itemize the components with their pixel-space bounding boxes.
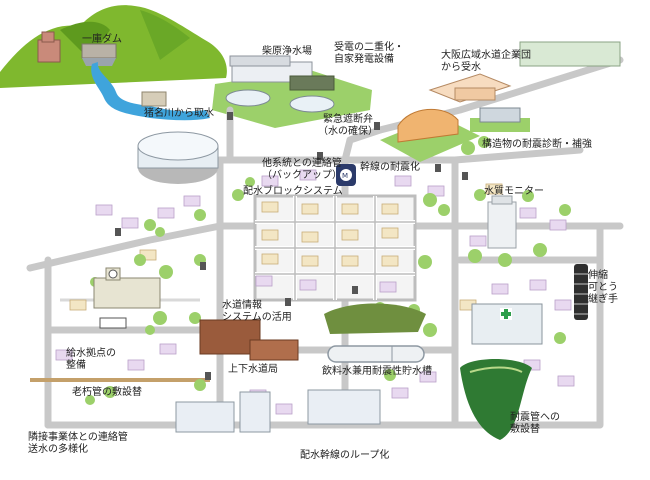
- label-supply-base: 給水拠点の 整備: [66, 348, 116, 371]
- city-hall: [93, 267, 161, 309]
- houses: [55, 169, 575, 415]
- label-structure-diagnosis: 構造物の耐震診断・補強: [482, 139, 592, 150]
- purification-plant: [225, 55, 335, 113]
- storage-tank: [327, 345, 425, 363]
- label-loop: 配水幹線のループ化: [300, 450, 390, 461]
- label-osaka-wide-area: 大阪広域水道企業団 から受水: [441, 50, 531, 73]
- label-block-system: 配水ブロックシステム: [243, 186, 343, 197]
- label-intake: 猪名川から取水: [144, 108, 214, 119]
- label-old-pipe: 老朽管の敷設替: [72, 387, 142, 398]
- river: [91, 62, 210, 121]
- label-emergency-valve: 緊急遮断弁 （水の確保）: [318, 114, 378, 137]
- expansion-joint: [574, 264, 588, 320]
- label-info-system: 水道情報 システムの活用: [222, 300, 292, 323]
- svg-text:M: M: [342, 172, 348, 180]
- label-expansion-joint: 伸縮 可とう 継ぎ手: [588, 270, 618, 305]
- trunk-meter: M: [336, 164, 356, 186]
- osaka-facility: [428, 41, 621, 103]
- emergency-valve-facility: [380, 108, 480, 162]
- intake-building: [141, 91, 167, 107]
- label-dam: 一庫ダム: [82, 34, 122, 45]
- label-storage-tank: 飲料水兼用耐震性貯水槽: [322, 366, 432, 377]
- quality-monitor-unit: [487, 195, 517, 249]
- label-quality-monitor: 水質モニター: [484, 186, 544, 197]
- valves: [115, 112, 468, 380]
- dam: [37, 31, 117, 66]
- label-purification-plant: 柴原浄水場: [262, 46, 312, 57]
- park: [324, 303, 426, 334]
- supply-base: [99, 317, 127, 329]
- seismic-pipe-area: [460, 359, 532, 440]
- round-reservoir: [137, 131, 219, 184]
- hospital: [471, 303, 543, 345]
- bureau-building: [199, 319, 299, 361]
- label-seismic-pipe: 耐震管への 敷設替: [510, 412, 560, 435]
- label-backup-link: 他系統との連絡管 （バックアップ）: [262, 158, 342, 181]
- label-waterworks-bureau: 上下水道局: [228, 364, 278, 375]
- structure-building: [470, 107, 530, 132]
- label-trunk-seismic: 幹線の耐震化: [360, 162, 420, 173]
- roads: [30, 298, 210, 382]
- apartments: [175, 389, 381, 433]
- label-neighbor-link: 隣接事業体との連絡管 送水の多様化: [28, 432, 128, 455]
- label-power-redundancy: 受電の二重化・ 自家発電設備: [334, 42, 404, 65]
